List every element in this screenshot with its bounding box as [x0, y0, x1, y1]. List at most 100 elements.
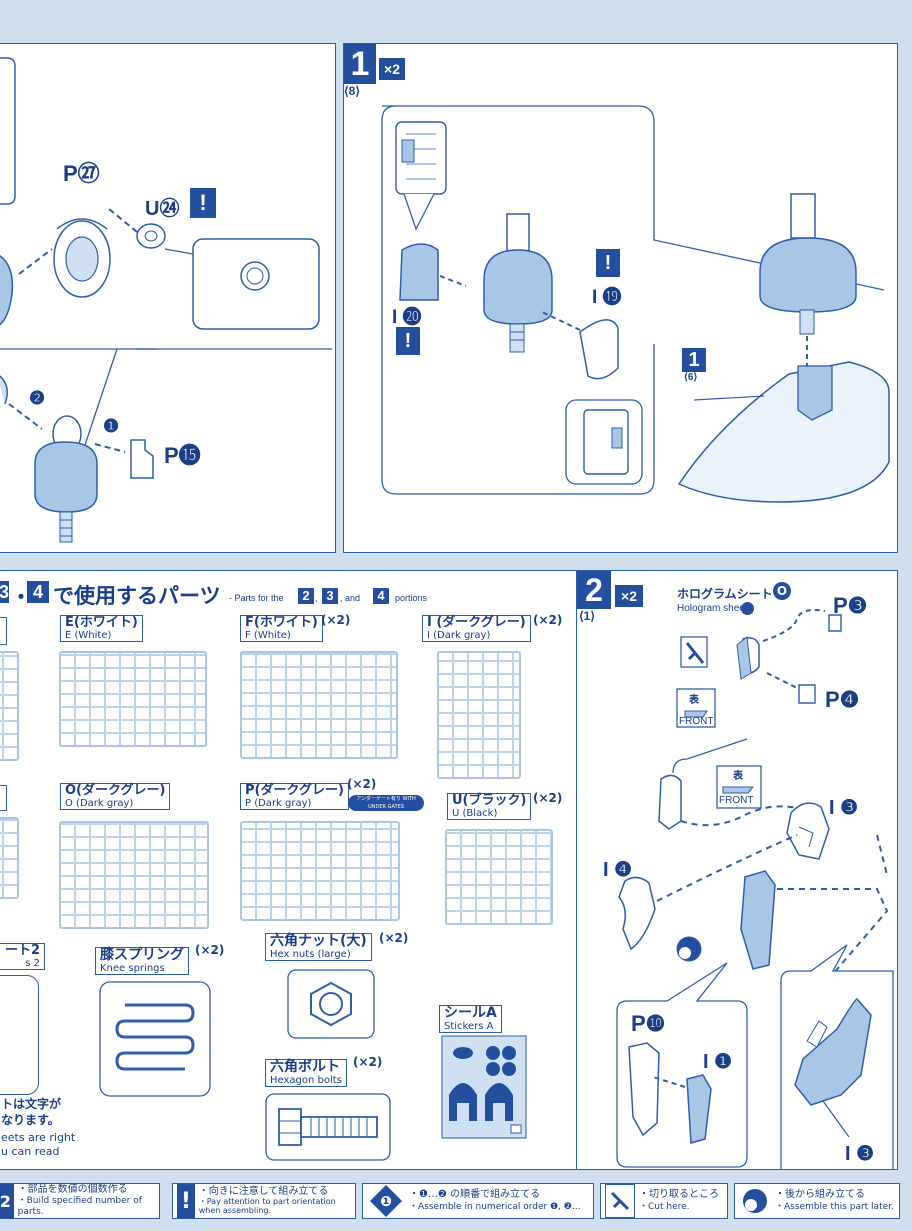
runner-partial-top [0, 651, 19, 761]
runner-o-name-en: O (Dark gray) [65, 798, 134, 810]
sheet-2-name-en: s 2 [25, 958, 40, 970]
ref-step-1-sub: ⟨6⟩ [684, 372, 698, 383]
sheet-note-en-line-2: u can read [1, 1145, 60, 1159]
hex-nuts-count: (×2) [379, 931, 409, 945]
front-label-jp: 表 [689, 695, 699, 706]
orientation-warning-icon: ! [596, 249, 620, 277]
front-label-jp-2: 表 [733, 771, 743, 782]
knee-springs-count: (×2) [195, 943, 225, 957]
runner-o-name-jp: O(ダークグレー) [65, 783, 166, 798]
prev-step-panel: P㉗ U㉔ ! ❷ ❶ P⓯ [0, 43, 336, 553]
stickers-a-image [441, 1035, 527, 1139]
part-label-i1: I ❶ [703, 1051, 733, 1073]
parts-subtitle-num-3: 3 [322, 588, 338, 604]
build-count-icon: 2 [0, 1184, 14, 1218]
runner-tag-o: O(ダークグレー) O (Dark gray) [60, 783, 171, 811]
step-1-panel: 1 ×2 ⟨8⟩ I ⓴ ! ! I ⓳ 1 ⟨6⟩ [343, 43, 898, 553]
assemble-later-icon [739, 1184, 771, 1218]
part-label-p10: P❿ [631, 1011, 666, 1036]
legend-assemble-later: ・後から組み立てる ・Assemble this part later. [734, 1183, 900, 1219]
sheet-2-image [0, 975, 39, 1095]
part-label-i4: I ❹ [603, 859, 633, 881]
sheet-note-jp: トは文字が なります。 [1, 1097, 61, 1128]
hex-bolts-tag: 六角ボルト Hexagon bolts [265, 1059, 347, 1088]
legend-build-count: 2 ・部品を数値の個数作る ・Build specified number of… [0, 1183, 160, 1219]
sheet-note-jp-line-2: なります。 [1, 1112, 60, 1127]
sheet-note-jp-line-1: トは文字が [1, 1097, 62, 1111]
legend-orientation-en: ・Pay attention to part orientation when … [198, 1197, 336, 1216]
step-number-1: 1 [344, 44, 376, 84]
stickers-a-name-en: Stickers A [444, 1021, 494, 1033]
runner-f-name-jp: F(ホワイト) [245, 615, 318, 630]
parts-subtitle-suffix: portions [395, 593, 428, 603]
ref-step-1-icon: 1 [682, 348, 706, 372]
legend-numerical-order: ❶ ・❶…❷ の順番で組み立てる ・Assemble in numerical … [362, 1183, 594, 1219]
knee-springs-tag: 膝スプリング Knee springs [95, 947, 189, 976]
step-1-illustration [381, 105, 890, 503]
step-1-sub-ref: ⟨8⟩ [344, 84, 361, 98]
under-gate-badge: アンダーゲート有り WITH UNDER GATES [348, 795, 424, 811]
parts-subtitle-num-2: 2 [298, 588, 314, 604]
stickers-a-name-jp: シールA [444, 1005, 497, 1021]
hex-nuts-name-jp: 六角ナット(大) [270, 933, 367, 949]
runner-p-frame [240, 821, 400, 921]
runner-i-count: (×2) [533, 613, 563, 627]
knee-springs-name-en: Knee springs [100, 963, 165, 975]
runner-i-name-en: I (Dark gray) [427, 630, 491, 642]
knee-spring-image [99, 981, 211, 1097]
knee-springs-name-jp: 膝スプリング [100, 947, 184, 963]
legend-orientation-jp: ・向きに注意して組み立てる [198, 1185, 329, 1197]
hex-bolts-name-en: Hexagon bolts [270, 1075, 342, 1087]
order-mark-2: ❷ [29, 388, 46, 408]
runner-i-frame [437, 651, 521, 779]
runner-tag-f: F(ホワイト) F (White) [240, 615, 323, 643]
legend-orientation-text: ・向きに注意して組み立てる ・Pay attention to part ori… [199, 1186, 355, 1216]
runner-f-count: (×2) [321, 613, 351, 627]
runner-f-name-en: F (White) [245, 630, 291, 642]
prev-step-illustration [0, 57, 332, 543]
sheet-note-en: eets are right u can read [1, 1131, 75, 1160]
sheet-note-en-line-1: eets are right [1, 1131, 76, 1144]
step-2-panel: 2 ×2 ⟨1⟩ ホログラムシート O Hologram sheet [576, 570, 898, 1170]
runner-f-frame [240, 651, 398, 759]
part-label-u24: U㉔ [145, 198, 180, 220]
hologram-mark-icon: O [773, 582, 791, 600]
runner-e-frame [59, 651, 207, 747]
runner-p-count: (×2) [347, 777, 377, 791]
legend-cut-here: ・切り取るところ ・Cut here. [600, 1183, 728, 1219]
front-label-en-2: FRONT [719, 795, 754, 806]
legend-build-count-en: ・Build specified number of parts. [17, 1196, 142, 1218]
runner-u-name-en: U (Black) [452, 808, 498, 820]
runner-o-frame [59, 821, 209, 929]
part-label-p3: P❸ [833, 593, 868, 618]
sheet-2-name-jp: ート2 [4, 943, 40, 958]
step-number-2: 2 [577, 571, 611, 609]
step-2-illustration [616, 609, 894, 1169]
legend-build-count-text: ・部品を数値の個数作る ・Build specified number of p… [18, 1184, 159, 1219]
legend-numerical-order-jp: ・❶…❷ の順番で組み立てる [409, 1189, 541, 1201]
runner-u-name-jp: U(ブラック) [452, 793, 527, 808]
parts-title-dot: ・ [11, 587, 31, 609]
runner-tag-e: E(ホワイト) E (White) [60, 615, 143, 643]
step-1-multiplier: ×2 [379, 58, 405, 80]
legend-assemble-later-jp: ・後から組み立てる [775, 1189, 865, 1201]
numerical-order-icon-glyph: ❶ [380, 1194, 392, 1210]
legend-cut-here-text: ・切り取るところ ・Cut here. [639, 1189, 719, 1213]
step-2-multiplier: ×2 [615, 585, 643, 607]
parts-subtitle-and: , and [340, 593, 361, 603]
hex-nuts-tag: 六角ナット(大) Hex nuts (large) [265, 933, 372, 962]
legend-build-count-jp: ・部品を数値の個数作る [17, 1183, 128, 1195]
runner-p-name-en: P (Dark gray) [245, 798, 312, 810]
runner-tag-u: U(ブラック) U (Black) [447, 793, 532, 821]
legend-cut-here-jp: ・切り取るところ [639, 1189, 719, 1201]
legend-assemble-later-text: ・後から組み立てる ・Assemble this part later. [775, 1189, 894, 1213]
parts-subtitle-prefix: - Parts for the [229, 593, 284, 603]
part-label-i3-bottom: I ❸ [845, 1143, 875, 1165]
hex-bolt-image [265, 1093, 391, 1161]
runner-e-name-en: E (White) [65, 630, 112, 642]
runner-u-frame [445, 829, 553, 925]
runner-tag-i: I (ダークグレー) I (Dark gray) [422, 615, 531, 643]
front-label-en: FRONT [679, 716, 714, 727]
runner-u-count: (×2) [533, 791, 563, 805]
runner-partial-mid [0, 817, 19, 899]
